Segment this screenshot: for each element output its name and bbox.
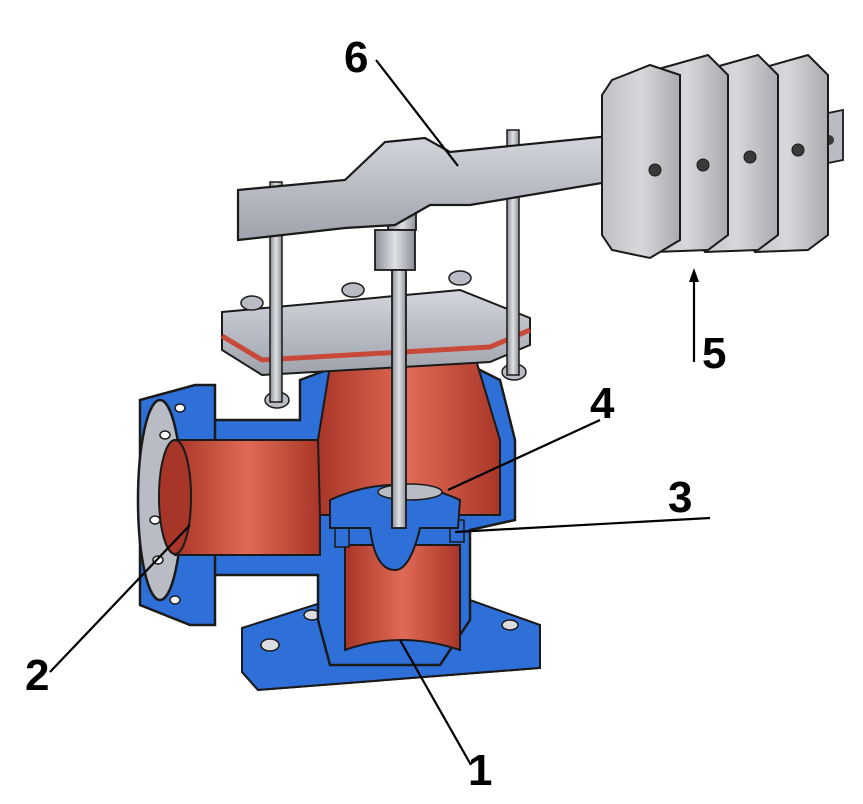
callout-4: 4 — [590, 379, 615, 428]
callout-6: 6 — [344, 33, 368, 82]
leader-lines — [49, 59, 711, 766]
callout-1: 1 — [468, 746, 492, 795]
counterweights — [601, 53, 844, 260]
lever-arm — [236, 133, 622, 242]
callout-labels: 1 2 3 4 5 6 — [25, 33, 726, 795]
callout-5: 5 — [702, 329, 726, 378]
callout-2: 2 — [25, 651, 49, 700]
callout-3: 3 — [668, 473, 692, 522]
